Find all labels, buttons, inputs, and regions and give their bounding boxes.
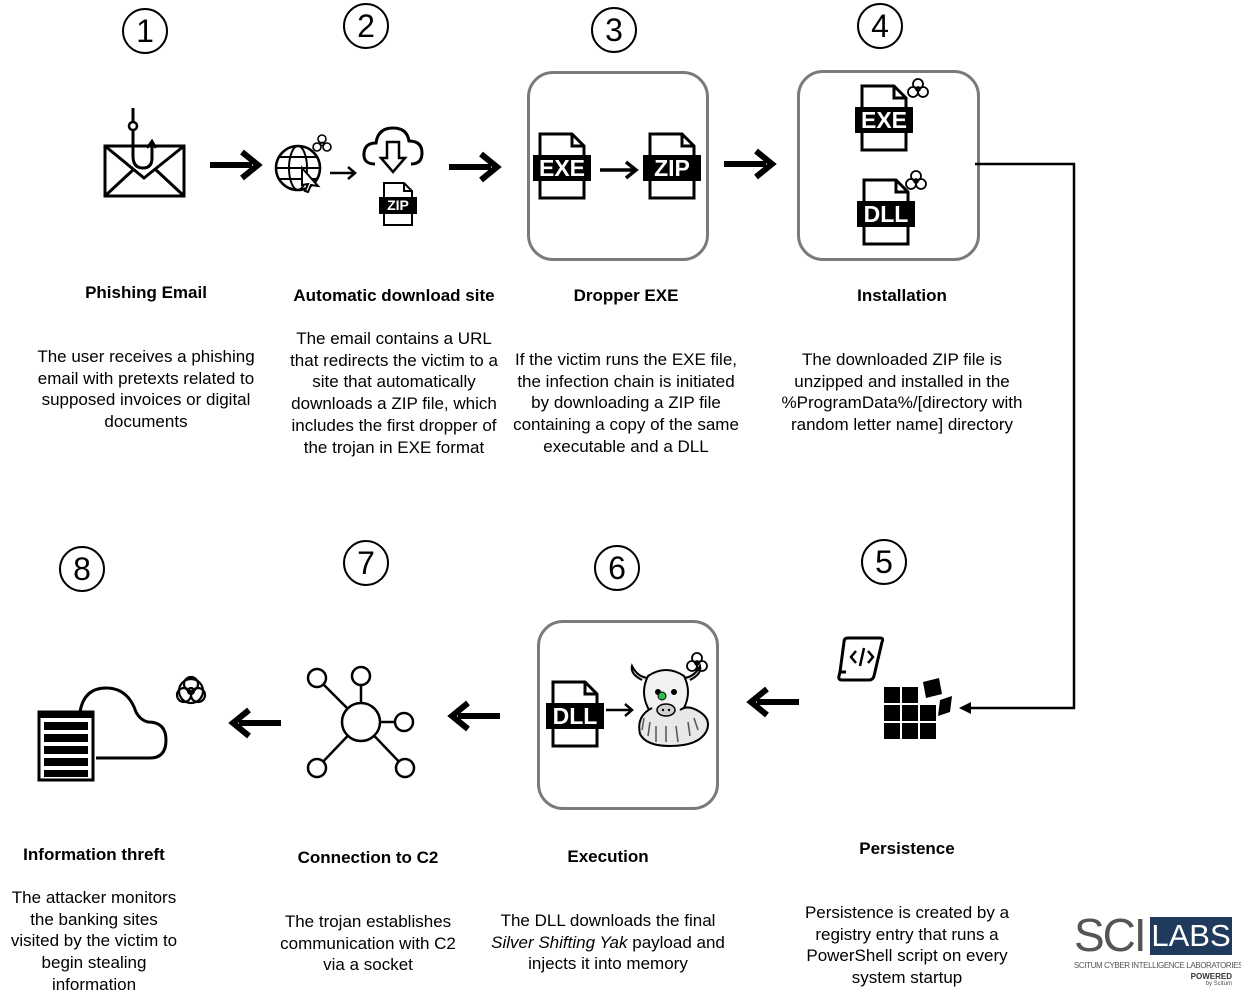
installed-dll-icon: DLL	[856, 178, 916, 246]
arrow-left-icon	[228, 707, 281, 739]
zip-file-label: ZIP	[387, 197, 409, 213]
step-4-description: The downloaded ZIP file is unzipped and …	[781, 350, 1023, 435]
step-2-number: 2	[343, 3, 389, 49]
step-6-description: The DLL downloads the final Silver Shift…	[490, 910, 726, 975]
step-1-description: The user receives a phishing email with …	[37, 347, 255, 432]
step-6-title: Execution	[567, 847, 649, 866]
step-1-number: 1	[122, 8, 168, 54]
biohazard-icon	[686, 652, 708, 672]
phishing-email-icon	[103, 108, 186, 198]
logo-powered: POWERED	[1190, 972, 1232, 981]
yak-payload-icon	[630, 663, 709, 748]
step-8-description: The attacker monitors the banking sites …	[10, 888, 178, 994]
powershell-script-icon	[837, 636, 885, 682]
network-hub-icon	[306, 665, 416, 779]
step-7-description: The trojan establishes communication wit…	[280, 912, 456, 975]
exe-file-label: EXE	[860, 107, 908, 133]
step-2-description: The email contains a URL that redirects …	[290, 329, 498, 457]
biohazard-icon	[905, 170, 927, 190]
arrow-right-icon	[210, 149, 263, 181]
arrow-left-icon	[447, 700, 500, 732]
step-3-title: Dropper EXE	[573, 286, 679, 305]
logo-by: by Scitum	[1205, 981, 1232, 987]
zip-file-label: ZIP	[654, 155, 690, 181]
small-arrow-icon	[600, 160, 639, 180]
step-3-number: 3	[591, 7, 637, 53]
small-arrow-icon	[330, 166, 357, 180]
payload-name: Silver Shifting Yak	[491, 932, 628, 952]
step-5-title: Persistence	[859, 839, 955, 858]
logo-sci-text: SCI	[1074, 909, 1147, 961]
dll-file-icon: DLL	[545, 680, 605, 748]
exe-file-label: EXE	[538, 155, 586, 181]
step-6-number: 6	[594, 545, 640, 591]
logo-labs-text: LABS	[1150, 917, 1232, 955]
dll-file-label: DLL	[552, 703, 598, 729]
connector-line	[959, 162, 1076, 714]
small-arrow-icon	[606, 703, 634, 717]
cloud-server-icon	[37, 686, 168, 782]
malicious-website-icon	[274, 134, 332, 194]
arrow-right-icon	[449, 151, 502, 183]
zip-file-icon: ZIP	[378, 181, 418, 227]
step-5-number: 5	[861, 539, 907, 585]
exe-file-icon: EXE	[532, 132, 592, 200]
registry-icon	[884, 678, 952, 739]
step-7-number: 7	[343, 540, 389, 586]
step-7-title: Connection to C2	[297, 848, 439, 867]
logo-subtitle: SCITUM CYBER INTELLIGENCE LABORATORIES	[1074, 961, 1241, 970]
biohazard-icon	[175, 675, 207, 705]
arrow-left-icon	[746, 686, 799, 718]
biohazard-icon	[907, 78, 929, 98]
installed-exe-icon: EXE	[854, 84, 914, 152]
step-8-number: 8	[59, 546, 105, 592]
dll-file-label: DLL	[863, 201, 909, 227]
cloud-download-icon	[362, 126, 424, 174]
step-6-description-post: payload and injects it into memory	[528, 932, 725, 974]
step-8-title: Information threft	[23, 845, 165, 864]
step-3-description: If the victim runs the EXE file, the inf…	[513, 350, 739, 456]
step-4-title: Installation	[857, 286, 947, 305]
zip-file-icon: ZIP	[642, 132, 702, 200]
step-2-title: Automatic download site	[293, 286, 495, 305]
arrow-right-icon	[724, 148, 777, 180]
step-6-description-pre: The DLL downloads the final	[500, 911, 716, 930]
step-4-number: 4	[857, 3, 903, 49]
step-5-description: Persistence is created by a registry ent…	[804, 903, 1010, 988]
step-1-title: Phishing Email	[85, 283, 207, 302]
scilabs-logo: SCI LABS SCITUM CYBER INTELLIGENCE LABOR…	[1074, 910, 1241, 994]
